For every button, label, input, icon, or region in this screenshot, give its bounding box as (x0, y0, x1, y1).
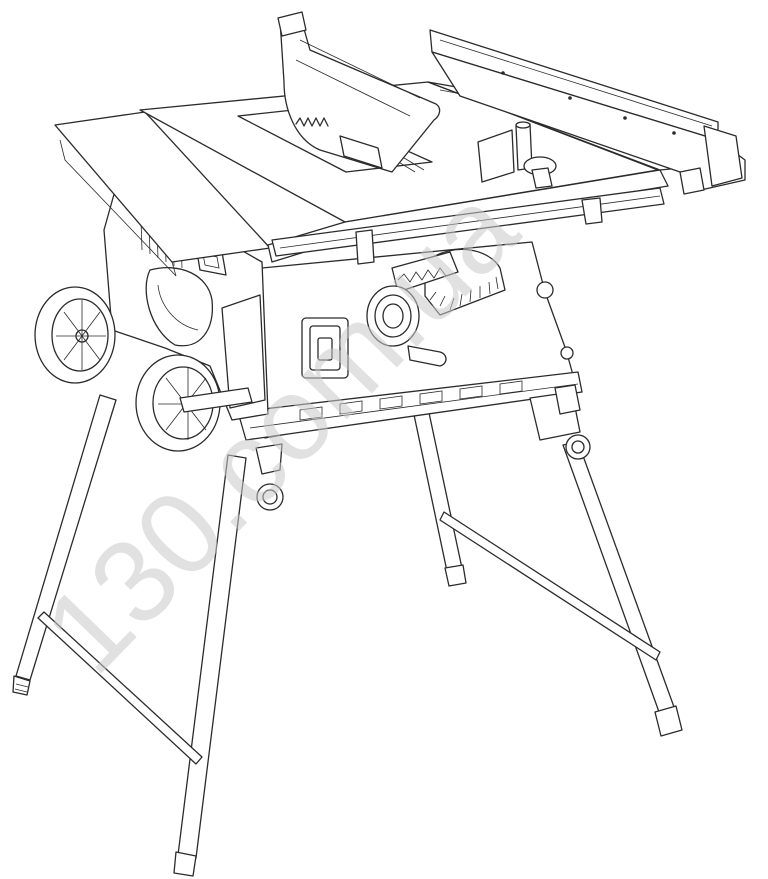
housing-knob (537, 282, 573, 359)
stand-lock-knobs (256, 385, 590, 510)
rip-fence (430, 30, 745, 194)
front-wheel (136, 355, 252, 451)
folding-stand-legs (13, 395, 682, 876)
power-switch (302, 318, 348, 378)
rear-wheel (35, 287, 115, 383)
miter-gauge (478, 122, 556, 188)
blade-guard (278, 12, 440, 172)
blade-height-handwheel (367, 286, 446, 366)
bevel-scale (392, 249, 505, 315)
front-fence-rail (272, 188, 664, 264)
